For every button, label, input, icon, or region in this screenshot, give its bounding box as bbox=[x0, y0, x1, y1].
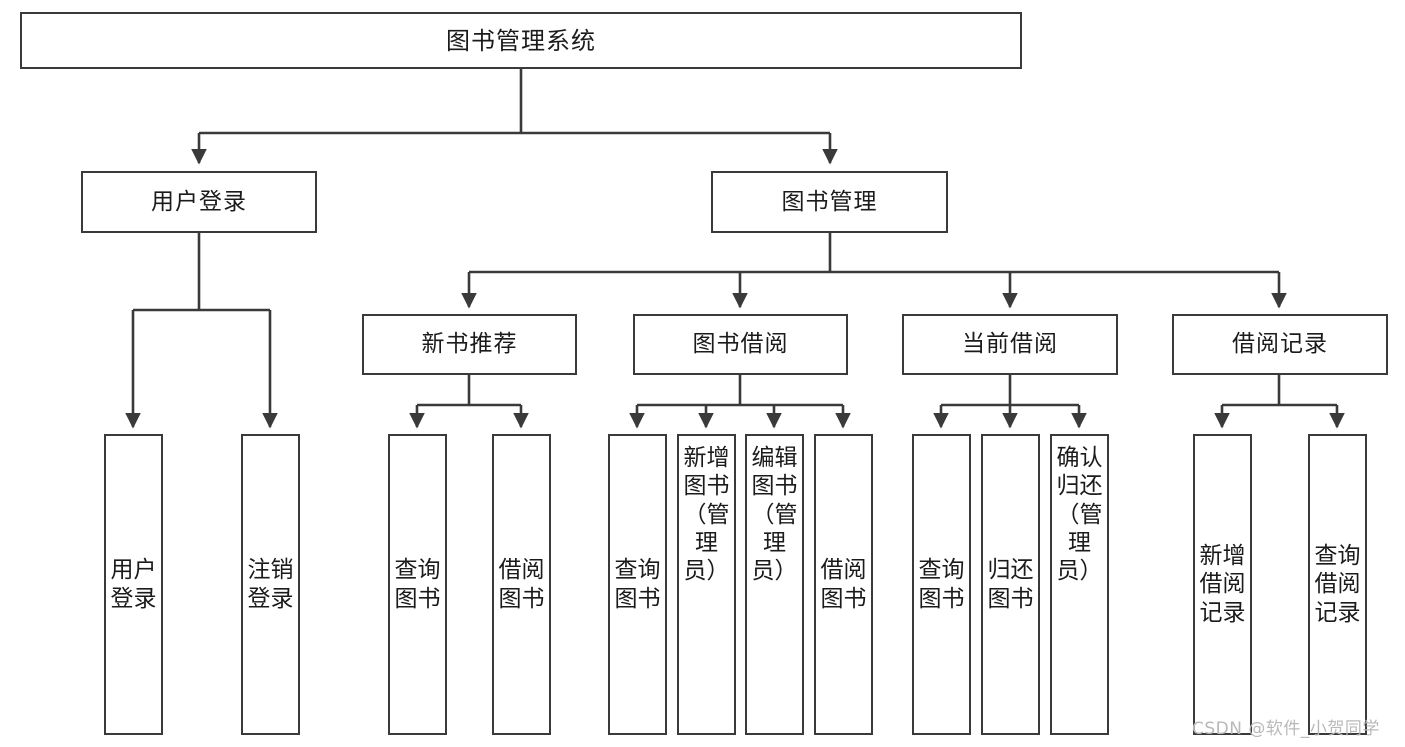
node-label: 查询借阅记录 bbox=[1314, 543, 1361, 626]
node-label: 借阅记录 bbox=[1232, 331, 1328, 357]
node-label: 确认归还（管理员） bbox=[1056, 445, 1103, 585]
node-label: 编辑图书（管理员） bbox=[751, 445, 798, 585]
leaf-user-login[interactable]: 用户登录 bbox=[104, 434, 163, 735]
leaf-borrow-book[interactable]: 借阅图书 bbox=[814, 434, 873, 735]
node-label: 借阅图书 bbox=[820, 557, 867, 612]
leaf-query-book-recommend[interactable]: 查询图书 bbox=[388, 434, 447, 735]
leaf-query-book-borrow[interactable]: 查询图书 bbox=[608, 434, 667, 735]
node-borrow-record[interactable]: 借阅记录 bbox=[1172, 314, 1388, 375]
node-label: 新书推荐 bbox=[421, 331, 518, 357]
node-new-book-recommend[interactable]: 新书推荐 bbox=[362, 314, 577, 375]
leaf-edit-book-admin[interactable]: 编辑图书（管理员） bbox=[745, 434, 804, 735]
leaf-borrow-book-recommend[interactable]: 借阅图书 bbox=[492, 434, 551, 735]
node-label: 注销登录 bbox=[247, 557, 294, 612]
leaf-add-book-admin[interactable]: 新增图书（管理员） bbox=[677, 434, 736, 735]
leaf-query-book-current[interactable]: 查询图书 bbox=[912, 434, 971, 735]
node-label: 新增借阅记录 bbox=[1199, 543, 1246, 626]
node-label: 查询图书 bbox=[918, 557, 965, 612]
node-book-management[interactable]: 图书管理 bbox=[711, 171, 948, 233]
node-label: 查询图书 bbox=[394, 557, 441, 612]
leaf-query-borrow-record[interactable]: 查询借阅记录 bbox=[1308, 434, 1367, 735]
leaf-confirm-return-admin[interactable]: 确认归还（管理员） bbox=[1050, 434, 1109, 735]
node-label: 归还图书 bbox=[987, 557, 1034, 612]
node-label: 用户登录 bbox=[151, 188, 247, 215]
node-label: 新增图书（管理员） bbox=[683, 445, 730, 585]
node-label: 当前借阅 bbox=[962, 331, 1058, 357]
node-label: 用户登录 bbox=[110, 557, 157, 612]
node-label: 图书借阅 bbox=[692, 331, 789, 357]
leaf-logout[interactable]: 注销登录 bbox=[241, 434, 300, 735]
leaf-return-book[interactable]: 归还图书 bbox=[981, 434, 1040, 735]
leaf-add-borrow-record[interactable]: 新增借阅记录 bbox=[1193, 434, 1252, 735]
csdn-watermark: CSDN @软件_小贺同学 bbox=[1192, 719, 1380, 739]
node-label: 借阅图书 bbox=[498, 557, 545, 612]
node-current-borrow[interactable]: 当前借阅 bbox=[902, 314, 1118, 375]
node-label: 图书管理 bbox=[781, 188, 878, 215]
node-root-system[interactable]: 图书管理系统 bbox=[20, 12, 1022, 69]
node-book-borrow[interactable]: 图书借阅 bbox=[633, 314, 848, 375]
node-label: 查询图书 bbox=[614, 557, 661, 612]
node-user-login[interactable]: 用户登录 bbox=[81, 171, 317, 233]
node-label: 图书管理系统 bbox=[446, 26, 596, 55]
